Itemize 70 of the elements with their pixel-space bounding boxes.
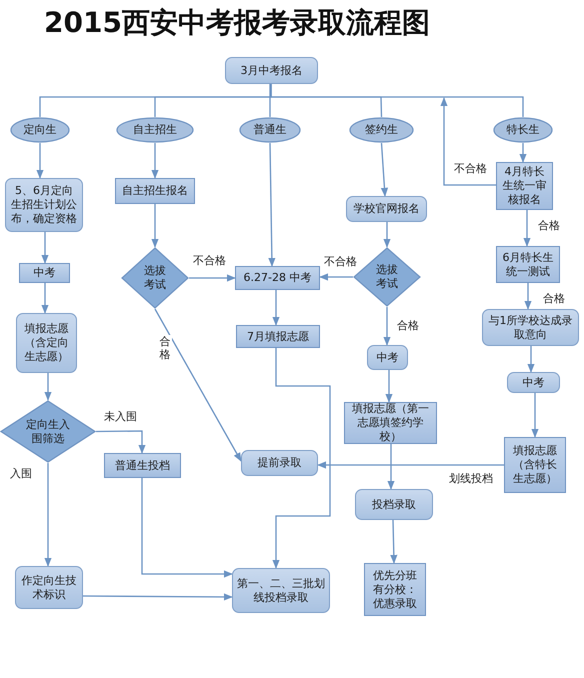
- process-box: 优先分班有分校：优惠录取: [364, 563, 426, 616]
- process-box: 学校官网报名: [346, 196, 427, 222]
- arrow: [44, 373, 52, 401]
- edge-label: 未入围: [103, 410, 138, 423]
- process-box: 5、6月定向生招生计划公布，确定资格: [5, 178, 83, 232]
- arrow: [390, 520, 398, 564]
- edge-label: 合格: [158, 335, 172, 361]
- edge-label: 划线投档: [448, 472, 494, 485]
- arrow: [380, 142, 388, 197]
- process-box: 6.27-28 中考: [235, 266, 320, 290]
- edge-label: 合格: [542, 292, 566, 305]
- arrow: [151, 143, 159, 179]
- decision-diamond: 选拔考试: [121, 247, 189, 309]
- edge-label: 不合格: [192, 254, 227, 267]
- arrow: [319, 273, 353, 281]
- process-box: 4月特长生统一审核报名: [496, 162, 553, 210]
- edge-label: 不合格: [323, 255, 358, 268]
- process-box: 作定向生技术标识: [15, 566, 83, 609]
- category-oval: 特长生: [493, 117, 553, 143]
- title: 2015西安中考报考录取流程图: [44, 5, 430, 41]
- arrow: [385, 370, 393, 403]
- arrow: [387, 444, 395, 490]
- category-oval: 自主招生: [116, 117, 194, 143]
- process-box: 6月特长生统一测试: [496, 246, 560, 283]
- process-box: 普通生投档: [104, 453, 181, 478]
- process-box: 7月填报志愿: [236, 325, 320, 348]
- arrow: [41, 283, 49, 314]
- arrow: [519, 143, 527, 163]
- arrow: [531, 393, 539, 438]
- connector-line: [269, 84, 271, 117]
- process-box: 自主招生报名: [115, 178, 195, 204]
- category-oval: 签约生: [349, 117, 414, 143]
- process-box: 中考: [367, 345, 408, 370]
- process-box: 提前录取: [241, 450, 318, 476]
- connector-line: [270, 84, 524, 117]
- arrow: [524, 283, 532, 310]
- category-oval: 定向生: [10, 117, 70, 143]
- process-box: 中考: [507, 372, 560, 393]
- arrow: [41, 232, 49, 264]
- process-box: 投档录取: [355, 489, 433, 520]
- edge-label: 不合格: [453, 162, 488, 175]
- category-oval: 普通生: [239, 117, 301, 143]
- process-box: 填报志愿（含定向生志愿）: [16, 313, 77, 373]
- arrow: [268, 142, 276, 267]
- arrow: [527, 346, 535, 373]
- process-box: 填报志愿（含特长生志愿）: [504, 437, 566, 493]
- arrow: [383, 222, 391, 248]
- process-box: 填报志愿（第一志愿填签约学校）: [344, 402, 437, 444]
- arrow: [83, 593, 233, 601]
- process-box: 与1所学校达成录取意向: [482, 309, 579, 346]
- arrow: [272, 290, 280, 326]
- arrow: [154, 308, 242, 462]
- arrow: [383, 307, 391, 346]
- arrow: [440, 97, 496, 186]
- decision-diamond: 定向生入围筛选: [0, 400, 96, 463]
- process-box: 中考: [19, 263, 70, 283]
- arrow: [96, 430, 146, 454]
- arrow: [189, 274, 236, 282]
- arrow: [44, 463, 52, 567]
- edge-label: 合格: [396, 319, 420, 332]
- edge-label: 入围: [9, 467, 33, 480]
- edge-label: 合格: [537, 219, 561, 232]
- process-box: 3月中考报名: [225, 57, 318, 84]
- arrow: [36, 143, 44, 179]
- arrow: [523, 210, 531, 247]
- arrow: [272, 348, 331, 569]
- process-box: 第一、二、三批划线投档录取: [232, 568, 330, 613]
- arrow: [317, 461, 504, 469]
- arrow: [151, 204, 159, 248]
- arrow: [141, 478, 233, 578]
